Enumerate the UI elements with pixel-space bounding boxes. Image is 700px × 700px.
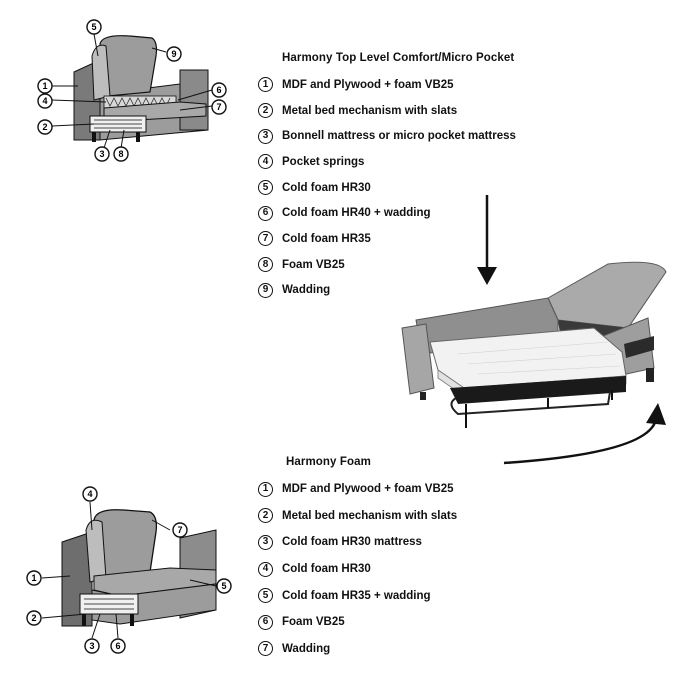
legend-item: 3 Cold foam HR30 mattress <box>258 529 457 556</box>
legend-item: 5 Cold foam HR30 <box>258 175 516 201</box>
item-label: Cold foam HR35 + wadding <box>282 589 431 602</box>
legend-item: 1 MDF and Plywood + foam VB25 <box>258 476 457 503</box>
bottom-section-title: Harmony Foam <box>286 456 371 468</box>
item-label: Pocket springs <box>282 155 365 168</box>
legend-item: 8 Foam VB25 <box>258 252 516 278</box>
svg-text:3: 3 <box>99 149 104 159</box>
item-label: Cold foam HR30 <box>282 181 371 194</box>
item-label: Foam VB25 <box>282 616 345 629</box>
item-label: MDF and Plywood + foam VB25 <box>282 78 454 91</box>
callout-marker: 2 <box>26 610 42 626</box>
legend-item: 2 Metal bed mechanism with slats <box>258 503 457 530</box>
legend-item: 1 MDF and Plywood + foam VB25 <box>258 72 516 98</box>
svg-text:3: 3 <box>89 641 94 651</box>
svg-text:7: 7 <box>177 525 182 535</box>
svg-text:2: 2 <box>42 122 47 132</box>
callout-marker: 1 <box>37 78 53 94</box>
legend-item: 4 Cold foam HR30 <box>258 556 457 583</box>
item-label: Cold foam HR30 <box>282 563 371 576</box>
legend-item: 4 Pocket springs <box>258 149 516 175</box>
callout-marker: 9 <box>166 46 182 62</box>
item-label: Wadding <box>282 284 331 297</box>
item-label: MDF and Plywood + foam VB25 <box>282 483 454 496</box>
item-number: 4 <box>258 154 273 170</box>
legend-item: 7 Wadding <box>258 636 457 663</box>
svg-text:6: 6 <box>115 641 120 651</box>
item-number: 2 <box>258 103 273 119</box>
svg-text:4: 4 <box>42 96 47 106</box>
svg-text:2: 2 <box>31 613 36 623</box>
bottom-sofa-cutaway-diagram: 4 7 1 5 2 3 6 <box>26 486 232 654</box>
svg-text:8: 8 <box>118 149 123 159</box>
callout-marker: 1 <box>26 570 42 586</box>
svg-text:5: 5 <box>91 22 96 32</box>
item-label: Metal bed mechanism with slats <box>282 509 458 522</box>
item-label: Cold foam HR40 + wadding <box>282 207 431 220</box>
item-label: Cold foam HR30 mattress <box>282 536 422 549</box>
item-label: Bonnell mattress or micro pocket mattres… <box>282 130 516 143</box>
top-legend: 1 MDF and Plywood + foam VB25 2 Metal bed … <box>258 72 516 303</box>
callout-marker: 6 <box>211 82 227 98</box>
item-number: 4 <box>258 561 273 577</box>
callout-marker: 5 <box>216 578 232 594</box>
item-label: Cold foam HR35 <box>282 232 371 245</box>
legend-item: 5 Cold foam HR35 + wadding <box>258 582 457 609</box>
callout-marker: 7 <box>172 522 188 538</box>
svg-text:1: 1 <box>42 81 47 91</box>
item-number: 9 <box>258 282 273 298</box>
item-number: 3 <box>258 128 273 144</box>
legend-item: 6 Cold foam HR40 + wadding <box>258 200 516 226</box>
item-label: Foam VB25 <box>282 258 345 271</box>
callout-marker: 6 <box>110 638 126 654</box>
top-callouts: 5 9 1 6 4 7 2 3 8 <box>37 19 227 162</box>
item-number: 1 <box>258 77 273 93</box>
top-section-title: Harmony Top Level Comfort/Micro Pocket <box>282 52 515 64</box>
svg-text:1: 1 <box>31 573 36 583</box>
item-label: Wadding <box>282 642 331 655</box>
legend-item: 2 Metal bed mechanism with slats <box>258 98 516 124</box>
callout-marker: 4 <box>37 93 53 109</box>
legend-item: 6 Foam VB25 <box>258 609 457 636</box>
bottom-callouts: 4 7 1 5 2 3 6 <box>26 486 232 654</box>
callout-marker: 7 <box>211 99 227 115</box>
legend-item: 3 Bonnell mattress or micro pocket mattre… <box>258 123 516 149</box>
svg-text:9: 9 <box>171 49 176 59</box>
item-number: 1 <box>258 481 273 497</box>
svg-text:6: 6 <box>216 85 221 95</box>
item-number: 2 <box>258 508 273 524</box>
item-number: 3 <box>258 534 273 550</box>
legend-item: 9 Wadding <box>258 278 516 304</box>
item-number: 7 <box>258 641 273 657</box>
curved-arrow-icon <box>503 403 666 465</box>
item-number: 6 <box>258 205 273 221</box>
callout-marker: 5 <box>86 19 102 35</box>
item-number: 5 <box>258 588 273 604</box>
bottom-legend: 1 MDF and Plywood + foam VB25 2 Metal bed … <box>258 476 457 662</box>
legend-item: 7 Cold foam HR35 <box>258 226 516 252</box>
callout-marker: 3 <box>84 638 100 654</box>
item-number: 6 <box>258 614 273 630</box>
svg-text:5: 5 <box>221 581 226 591</box>
callout-marker: 2 <box>37 119 53 135</box>
item-number: 8 <box>258 257 273 273</box>
callout-marker: 3 <box>94 146 110 162</box>
svg-text:7: 7 <box>216 102 221 112</box>
callout-marker: 8 <box>113 146 129 162</box>
item-label: Metal bed mechanism with slats <box>282 104 458 117</box>
open-sofa-bed-illustration <box>401 261 667 428</box>
top-sofa-cutaway-diagram: 5 9 1 6 4 7 2 3 8 <box>37 19 227 162</box>
item-number: 7 <box>258 231 273 247</box>
down-arrow-icon <box>477 195 497 285</box>
svg-text:4: 4 <box>87 489 92 499</box>
item-number: 5 <box>258 180 273 196</box>
callout-marker: 4 <box>82 486 98 502</box>
